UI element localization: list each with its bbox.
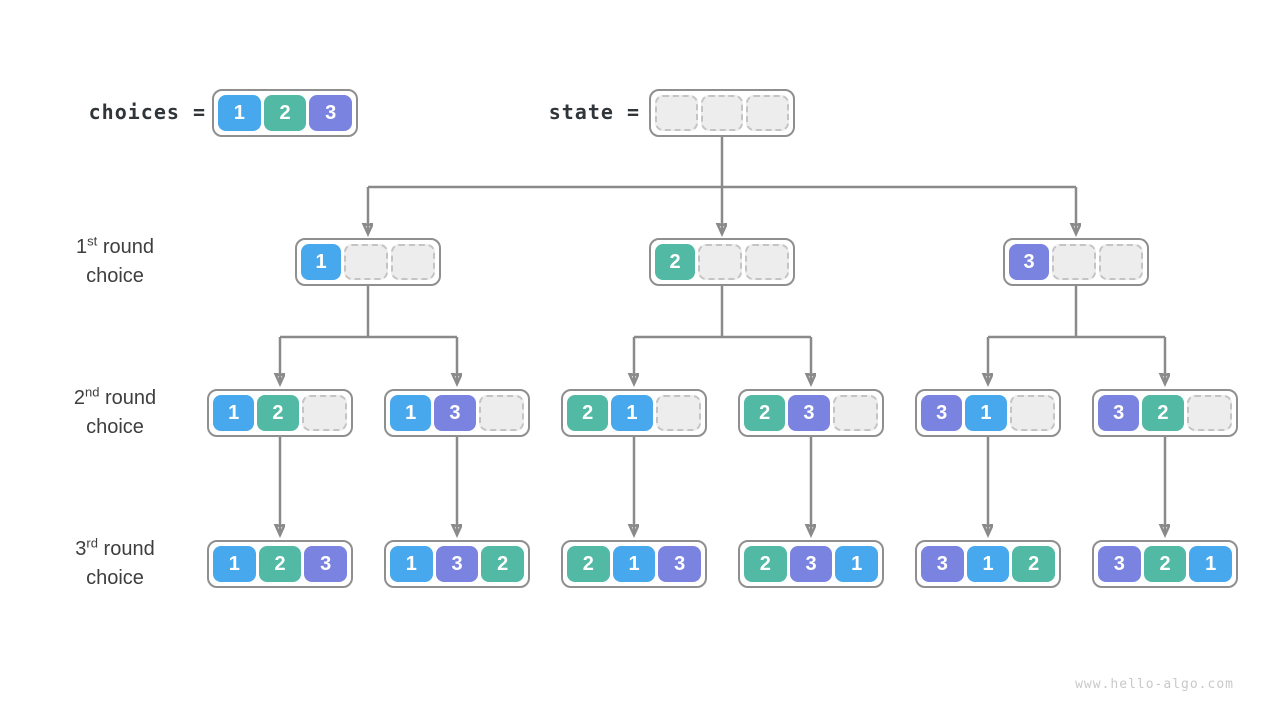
row-label-rest: round bbox=[99, 387, 157, 409]
empty-cell bbox=[745, 244, 789, 280]
row-label-suffix: rd bbox=[86, 535, 98, 551]
empty-cell bbox=[301, 395, 347, 431]
empty-cell bbox=[1009, 395, 1055, 431]
cell-2: 2 bbox=[567, 395, 609, 431]
row-label-ordinal: 2 bbox=[73, 387, 85, 409]
choices-label: choices = bbox=[88, 100, 206, 124]
row-label-3rd-round: 3rd round choice bbox=[30, 535, 200, 593]
watermark: www.hello-algo.com bbox=[1075, 677, 1234, 692]
cell-1: 1 bbox=[966, 546, 1010, 582]
row-label-suffix: st bbox=[87, 233, 98, 249]
cell-1: 1 bbox=[611, 395, 653, 431]
cell-2: 2 bbox=[258, 546, 302, 582]
cell-3: 3 bbox=[309, 95, 353, 131]
state-label: state = bbox=[548, 100, 640, 124]
cell-2: 2 bbox=[263, 95, 307, 131]
cell-3: 3 bbox=[1098, 546, 1141, 582]
cell-3: 3 bbox=[788, 395, 830, 431]
empty-cell bbox=[655, 395, 701, 431]
tree-node-1-3: 3 bbox=[1003, 238, 1149, 286]
row-label-rest: round bbox=[97, 236, 154, 258]
row-label-suffix: nd bbox=[84, 384, 100, 400]
cell-3: 3 bbox=[658, 546, 702, 582]
cell-1: 1 bbox=[965, 395, 1007, 431]
cell-3: 3 bbox=[304, 546, 348, 582]
cell-3: 3 bbox=[435, 546, 479, 582]
cell-1: 1 bbox=[390, 546, 433, 582]
cell-2: 2 bbox=[744, 395, 786, 431]
row-label-ordinal: 3 bbox=[75, 538, 87, 560]
empty-cell bbox=[391, 244, 435, 280]
row-label-rest: round bbox=[97, 538, 155, 560]
cell-2: 2 bbox=[567, 546, 610, 582]
row-label-1st-round: 1st round choice bbox=[30, 233, 200, 291]
row-label-line2: choice bbox=[86, 416, 144, 438]
tree-node-1-1: 1 bbox=[295, 238, 441, 286]
cell-3: 3 bbox=[1009, 244, 1049, 280]
cell-2: 2 bbox=[481, 546, 525, 582]
tree-node-1-2: 2 bbox=[649, 238, 795, 286]
empty-cell bbox=[700, 95, 744, 131]
cell-3: 3 bbox=[789, 546, 833, 582]
empty-cell bbox=[655, 95, 698, 131]
empty-cell bbox=[746, 95, 790, 131]
cell-1: 1 bbox=[213, 546, 256, 582]
cell-1: 1 bbox=[835, 546, 879, 582]
empty-cell bbox=[344, 244, 388, 280]
cell-1: 1 bbox=[218, 95, 261, 131]
row-label-line2: choice bbox=[86, 265, 144, 287]
empty-cell bbox=[478, 395, 524, 431]
cell-2: 2 bbox=[1143, 546, 1187, 582]
cell-1: 1 bbox=[1189, 546, 1233, 582]
empty-cell bbox=[698, 244, 742, 280]
cell-1: 1 bbox=[301, 244, 341, 280]
cell-2: 2 bbox=[744, 546, 787, 582]
empty-cell bbox=[832, 395, 878, 431]
row-label-ordinal: 1 bbox=[76, 236, 88, 258]
cell-1: 1 bbox=[612, 546, 656, 582]
cell-1: 1 bbox=[390, 395, 432, 431]
cell-3: 3 bbox=[434, 395, 476, 431]
cell-2: 2 bbox=[1012, 546, 1056, 582]
cell-3: 3 bbox=[921, 395, 963, 431]
empty-cell bbox=[1052, 244, 1096, 280]
row-label-2nd-round: 2nd round choice bbox=[30, 384, 200, 442]
empty-cell bbox=[1099, 244, 1143, 280]
empty-cell bbox=[1186, 395, 1232, 431]
cell-3: 3 bbox=[921, 546, 964, 582]
cell-3: 3 bbox=[1098, 395, 1140, 431]
cell-2: 2 bbox=[655, 244, 695, 280]
row-label-line2: choice bbox=[86, 567, 144, 589]
cell-2: 2 bbox=[257, 395, 299, 431]
state-array bbox=[649, 89, 795, 137]
cell-2: 2 bbox=[1142, 395, 1184, 431]
cell-1: 1 bbox=[213, 395, 255, 431]
